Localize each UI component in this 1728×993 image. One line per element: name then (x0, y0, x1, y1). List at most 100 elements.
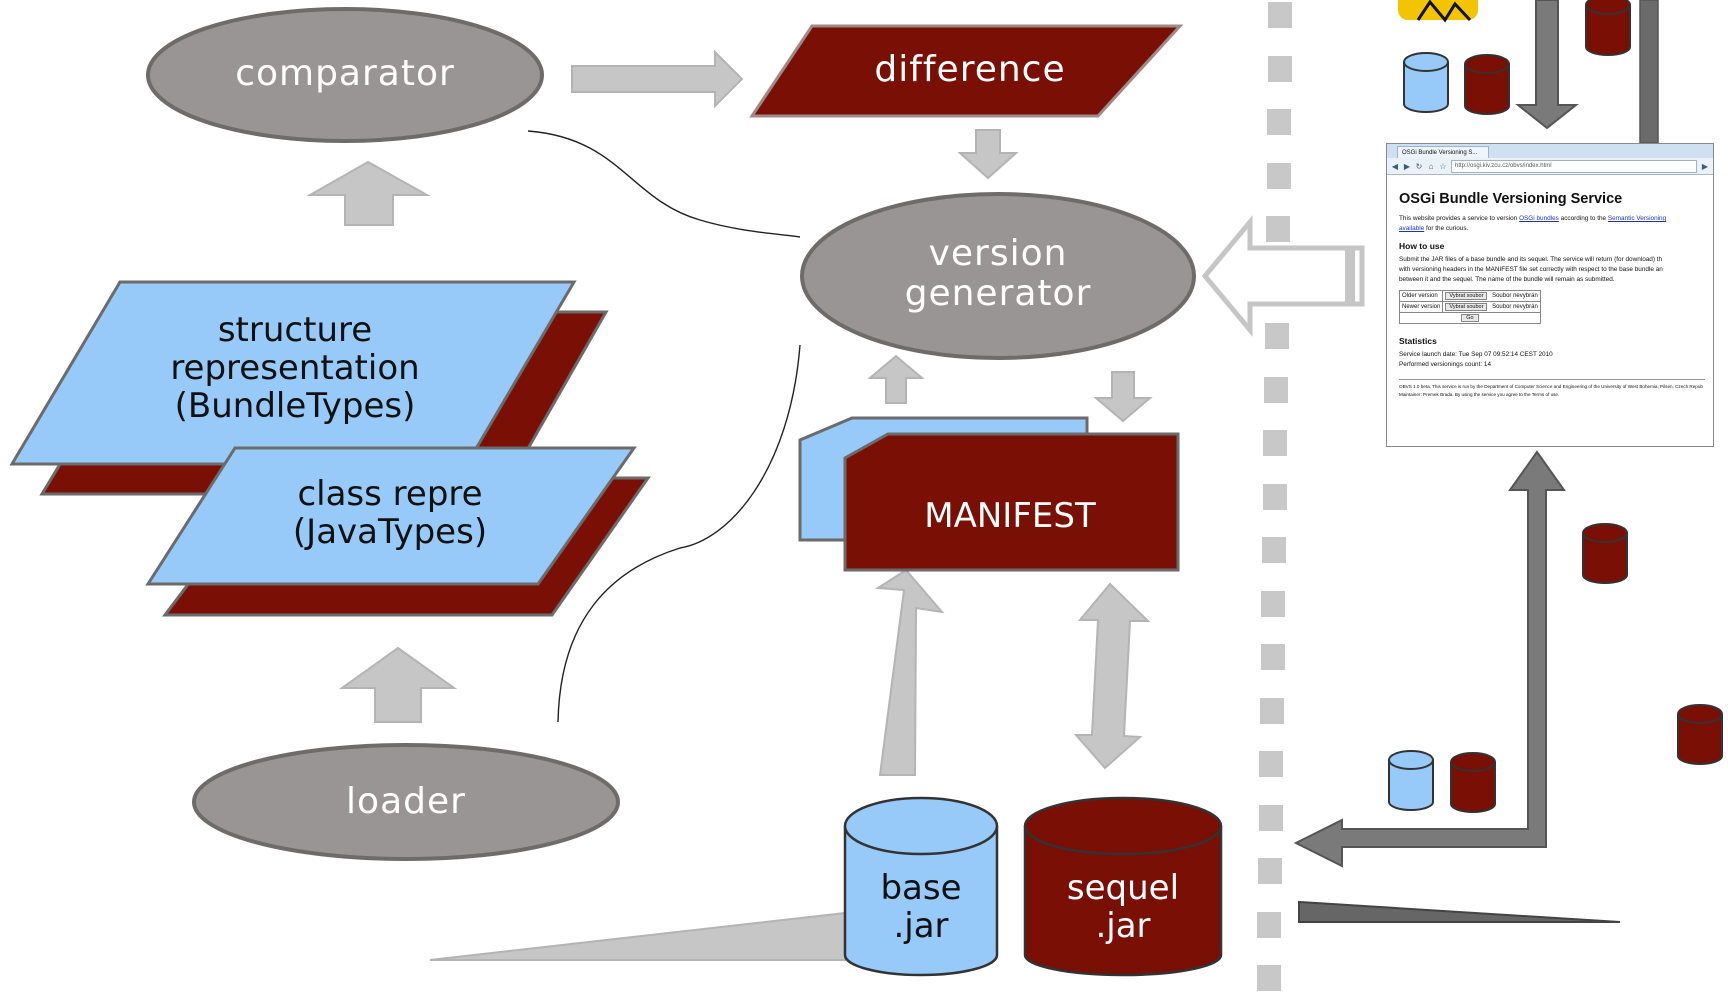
submit-row: Go (1399, 311, 1541, 324)
available-link[interactable]: available (1399, 225, 1425, 233)
star-icon[interactable]: ☆ (1439, 161, 1447, 171)
footer-line: Maintainer: Premek Brada. By using the s… (1399, 392, 1560, 398)
structure-representation-label-line3: (BundleTypes) (174, 386, 416, 427)
upload-down-arrow (1515, 0, 1579, 130)
structure-representation-label: structure representation (BundleTypes) (140, 311, 450, 425)
newer-version-row: Newer version Vybrat soubor Soubor nevyb… (1398, 300, 1541, 313)
difference-label: difference (874, 49, 1066, 90)
difference-node (749, 24, 1184, 118)
blue-jar-icon (1388, 750, 1434, 811)
blue-jar-icon (1403, 52, 1449, 113)
red-jar-icon (1585, 0, 1631, 56)
connector-curve-mid (679, 344, 801, 549)
statistics-heading: Statistics (1399, 335, 1437, 346)
osgi-bundles-link[interactable]: OSGi bundles (1519, 215, 1559, 222)
home-icon[interactable]: ⌂ (1428, 161, 1434, 171)
version-generator-label: version generator (848, 233, 1148, 315)
comparator-to-difference-arrow (571, 49, 744, 109)
loader-node (192, 743, 620, 861)
browser-tab-bar: OSGi Bundle Versioning S... (1387, 144, 1713, 158)
page-title: OSGi Bundle Versioning Service (1399, 191, 1623, 207)
base-jar-label: base .jar (851, 869, 991, 945)
intro-text: This website provides a service to versi… (1399, 215, 1518, 222)
jars-to-loader-arrow-shape (429, 911, 846, 961)
older-file-button[interactable]: Vybrat soubor (1445, 291, 1488, 300)
address-bar[interactable]: http://osgi.kiv.zcu.cz/obvs/index.html (1451, 159, 1697, 173)
forward-icon[interactable]: ▶ (1403, 161, 1411, 171)
older-file-status: Soubor nevybrán (1492, 292, 1538, 299)
howto-line: Submit the JAR files of a base bundle an… (1399, 255, 1663, 263)
sequel-jar-label-line1: sequel (1066, 868, 1180, 908)
newer-file-status: Soubor nevybrán (1492, 303, 1538, 310)
manifest-node (843, 432, 1180, 572)
how-to-use-heading: How to use (1399, 240, 1445, 251)
loader-to-class-arrow (338, 646, 458, 723)
difference-to-generator-arrow (957, 129, 1019, 180)
submit-cell: Go (1399, 311, 1541, 324)
server-arrow-tail (1345, 246, 1355, 306)
intro-line-2-text: for the curious. (1426, 225, 1469, 233)
back-icon[interactable]: ◀ (1391, 161, 1399, 171)
class-representation-node (145, 446, 637, 586)
version-generator-label-line1: version (928, 233, 1068, 274)
newer-version-label: Newer version (1398, 300, 1444, 313)
loader-label: loader (346, 781, 466, 822)
page-footer: OBVS 1.0 beta. This service is run by th… (1399, 379, 1705, 398)
upload-form: Older version Vybrat soubor Soubor nevyb… (1398, 289, 1541, 324)
structure-representation-label-line1: structure (217, 310, 373, 350)
older-version-cell: Vybrat soubor Soubor nevybrán (1442, 289, 1541, 302)
connector-curve-bottom (557, 547, 681, 723)
intro-mid-text: according to the (1560, 215, 1607, 222)
go-button[interactable]: Go (1461, 313, 1479, 322)
browser-nav-bar: ◀ ▶ ↻ ⌂ ☆ http://osgi.kiv.zcu.cz/obvs/in… (1387, 158, 1713, 175)
server-to-generator-arrow (1201, 215, 1365, 337)
cropped-logo-icon (1398, 0, 1478, 23)
sequel-jar-node (1023, 796, 1223, 977)
howto-line: between it and the sequel. The name of t… (1399, 276, 1615, 284)
newer-version-cell: Vybrat soubor Soubor nevybrán (1442, 300, 1541, 313)
base-jar-label-line1: base (880, 868, 962, 908)
reload-icon[interactable]: ↻ (1415, 161, 1423, 171)
page-menu-icon[interactable]: ▶ (1701, 161, 1709, 171)
stats-line: Performed versionings count: 14 (1399, 360, 1492, 368)
base-to-manifest-arrow (874, 568, 945, 776)
howto-line: with versioning headers in the MANIFEST … (1399, 265, 1663, 273)
red-jar-icon (1677, 704, 1723, 765)
sequel-jar-label: sequel .jar (1043, 869, 1203, 945)
class-representation-label: class repre (JavaTypes) (260, 475, 520, 551)
structure-representation-label-line2: representation (170, 348, 420, 389)
red-jar-icon (1464, 54, 1510, 115)
older-version-row: Older version Vybrat soubor Soubor nevyb… (1398, 289, 1541, 302)
semantic-versioning-link[interactable]: Semantic Versioning (1607, 215, 1667, 222)
newer-file-button[interactable]: Vybrat soubor (1445, 302, 1488, 311)
red-jar-icon (1450, 752, 1496, 813)
sequel-manifest-bidirectional-arrow (1073, 582, 1151, 770)
version-generator-label-line2: generator (904, 273, 1092, 315)
comparator-label: comparator (235, 53, 455, 94)
request-from-client-arrow (1298, 900, 1621, 923)
class-representation-label-line1: class repre (297, 474, 483, 514)
base-jar-node (843, 796, 999, 977)
generator-to-manifest-arrow (1093, 371, 1153, 423)
download-up-shaft (1639, 0, 1659, 144)
older-version-label: Older version (1398, 289, 1444, 302)
response-to-client-arrow (1293, 450, 1566, 868)
structure-to-comparator-arrow (306, 160, 431, 226)
browser-tab[interactable]: OSGi Bundle Versioning S... (1397, 146, 1489, 158)
intro-line-2: available for the curious. (1399, 225, 1705, 233)
connector-curve-top (527, 130, 801, 238)
comparator-node (146, 7, 544, 143)
stats-line: Service launch date: Tue Sep 07 09:52:14… (1399, 350, 1553, 358)
version-generator-node (800, 192, 1196, 360)
client-server-divider (1257, 2, 1292, 991)
footer-line: OBVS 1.0 beta. This service is run by th… (1399, 384, 1703, 390)
sequel-jar-label-line2: .jar (1095, 906, 1151, 947)
web-service-screenshot: OSGi Bundle Versioning S... ◀ ▶ ↻ ⌂ ☆ ht… (1386, 143, 1714, 447)
base-jar-label-line2: .jar (893, 906, 949, 947)
page-content: OSGi Bundle Versioning Service This webs… (1387, 175, 1713, 398)
manifest-to-generator-arrow (867, 354, 925, 404)
intro-line-1: This website provides a service to versi… (1399, 215, 1705, 223)
manifest-label: MANIFEST (924, 496, 1096, 536)
red-jar-icon (1582, 523, 1628, 584)
